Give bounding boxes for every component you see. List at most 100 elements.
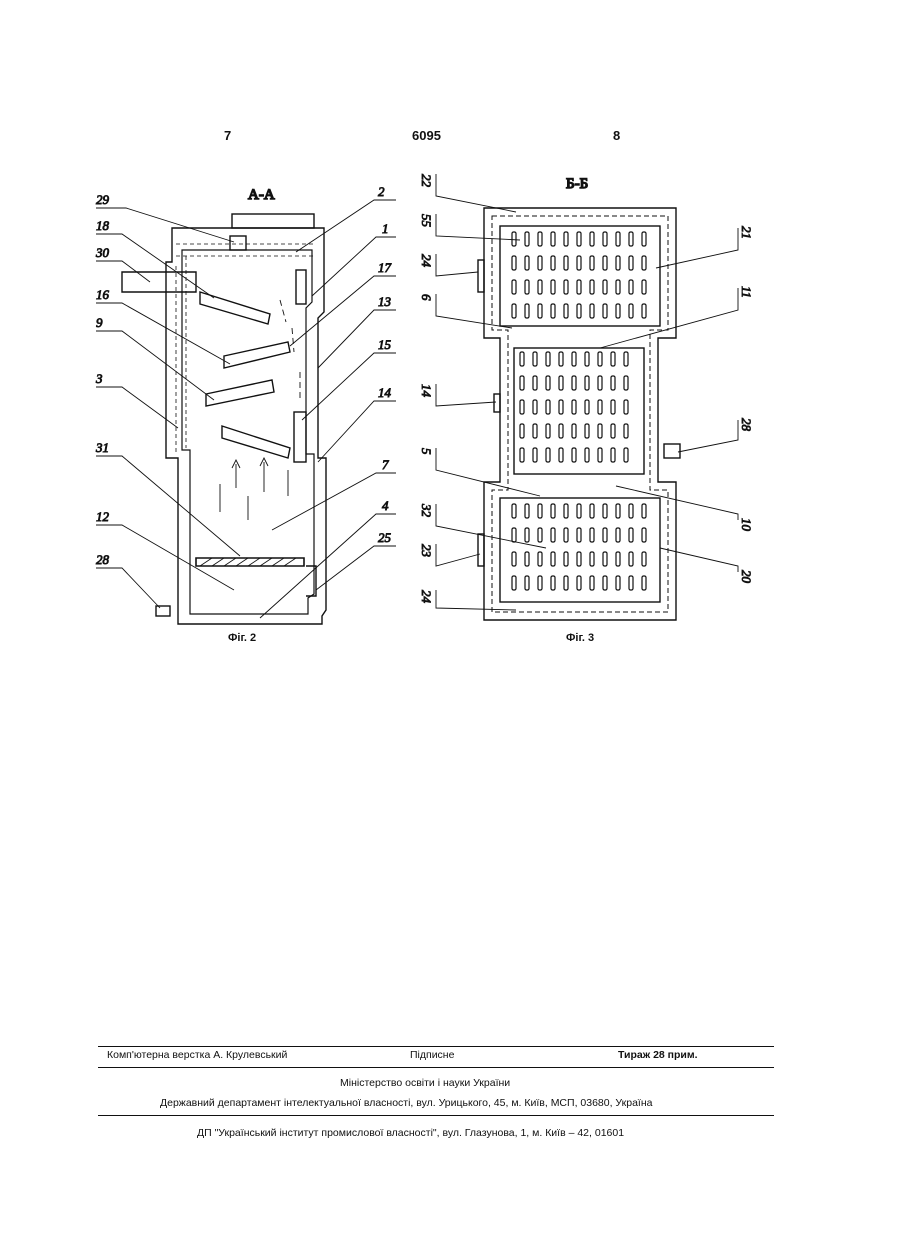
tube-slot [642,504,646,518]
tube-slot [564,528,568,542]
tube-slot [598,400,602,414]
tube-slot [538,232,542,246]
tube-slot [642,256,646,270]
fig2-caption: Фіг. 2 [228,632,256,644]
tube-slot [546,352,550,366]
tube-slot [525,552,529,566]
fig3-label-24: 24 [419,254,434,268]
tube-slot [525,280,529,294]
tube-slot [538,528,542,542]
tube-slot [512,280,516,294]
tube-slot [590,504,594,518]
tube-slot [603,280,607,294]
tube-slot [616,232,620,246]
tube-slot [629,256,633,270]
tube-slot [624,448,628,462]
tube-slot [624,424,628,438]
tube-slot [629,304,633,318]
fig3-label-32: 32 [419,503,434,518]
tube-slot [577,280,581,294]
tube-slot [512,304,516,318]
tube-slot [603,576,607,590]
tube-slot [559,448,563,462]
tube-slot [559,400,563,414]
tube-slot [603,552,607,566]
footer-rule-middle [98,1067,774,1068]
tube-slot [533,448,537,462]
tube-slot [590,256,594,270]
tube-slot [559,376,563,390]
tube-slot [642,232,646,246]
fig2-section-title: A-A [248,187,275,203]
tube-slot [642,528,646,542]
tube-slot [603,504,607,518]
footer-layout-credit: Комп'ютерна верстка А. Крулевський [107,1049,287,1061]
tube-slot [551,504,555,518]
figure-3-labels: 22 55 24 6 14 5 32 23 24 21 11 28 10 20 [419,174,754,610]
tube-slot [629,552,633,566]
tube-slot [538,304,542,318]
tube-slot [585,448,589,462]
tube-slot [611,424,615,438]
tube-slot [616,304,620,318]
fig2-label-3: 3 [95,371,103,386]
tube-slot [577,304,581,318]
fig2-label-2: 2 [378,184,385,199]
tube-slot [642,280,646,294]
tube-slot [564,304,568,318]
tube-slot [585,376,589,390]
tube-slot [525,528,529,542]
tube-slot [551,256,555,270]
footer-department: Державний департамент інтелектуальної вл… [160,1097,652,1109]
tube-slot [603,304,607,318]
fig2-label-31: 31 [95,440,109,455]
fig3-label-24b: 24 [419,590,434,604]
tube-slot [512,256,516,270]
tube-slot [538,552,542,566]
fig3-label-55: 55 [419,214,434,228]
fig2-label-28: 28 [96,552,110,567]
figure-3-drawing: Б-Б [478,176,680,620]
tube-slot [564,504,568,518]
fig3-label-10: 10 [739,518,754,532]
fig3-section-title: Б-Б [566,176,588,192]
tube-slot [611,352,615,366]
tube-slot [603,256,607,270]
tube-slot [546,448,550,462]
tube-slot [611,376,615,390]
tube-slot [551,552,555,566]
tube-slot [577,552,581,566]
tube-slot [559,352,563,366]
tube-slot [564,280,568,294]
fig2-label-13: 13 [378,294,392,309]
tube-slot [577,256,581,270]
tube-slot [533,400,537,414]
tube-slot [564,552,568,566]
tube-slot [598,376,602,390]
tube-slot [533,376,537,390]
tube-slot [551,576,555,590]
tube-slot [642,304,646,318]
fig2-label-16: 16 [96,287,110,302]
tube-slot [512,552,516,566]
tube-slot [629,576,633,590]
tube-slot [624,400,628,414]
tube-slot [629,280,633,294]
technical-drawing: A-A 29 18 [0,0,900,700]
tube-slot [616,504,620,518]
tube-slot [577,504,581,518]
tube-slot [616,280,620,294]
tube-slot [642,552,646,566]
tube-slot [525,576,529,590]
tube-slot [598,424,602,438]
tube-slot [616,552,620,566]
tube-slot [624,376,628,390]
tube-slot [572,400,576,414]
tube-slot [512,576,516,590]
tube-slot [512,232,516,246]
tube-slot [590,576,594,590]
tube-slot [564,256,568,270]
tube-slot [577,528,581,542]
fig2-label-4: 4 [382,498,389,513]
tube-slot [520,424,524,438]
